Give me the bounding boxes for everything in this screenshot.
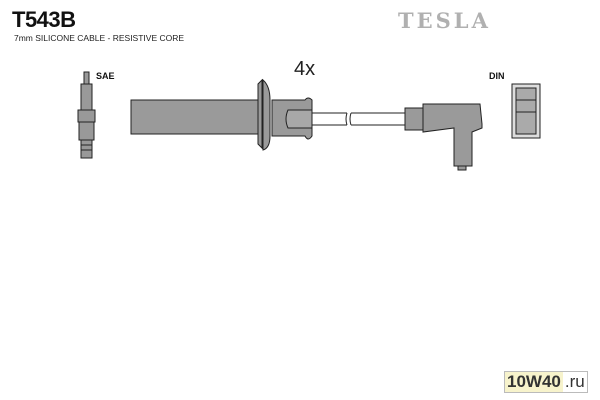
- watermark: 10W40 .ru: [504, 371, 588, 393]
- din-terminal-icon: [511, 83, 541, 139]
- cable-boot-right-angle: [404, 103, 483, 171]
- din-label: DIN: [489, 71, 505, 81]
- quantity-label: 4x: [294, 58, 316, 80]
- cable-wire: [312, 112, 405, 126]
- cable-description: 7mm SILICONE CABLE - RESISTIVE CORE: [14, 33, 185, 43]
- part-number: T543B: [12, 7, 76, 32]
- watermark-main: 10W40: [505, 372, 563, 392]
- watermark-suffix: .ru: [562, 372, 587, 392]
- cable-boot-left: [130, 78, 313, 151]
- brand-logo: TESLA: [398, 8, 491, 33]
- spark-plug-icon: [77, 71, 96, 159]
- sae-label: SAE: [96, 71, 115, 81]
